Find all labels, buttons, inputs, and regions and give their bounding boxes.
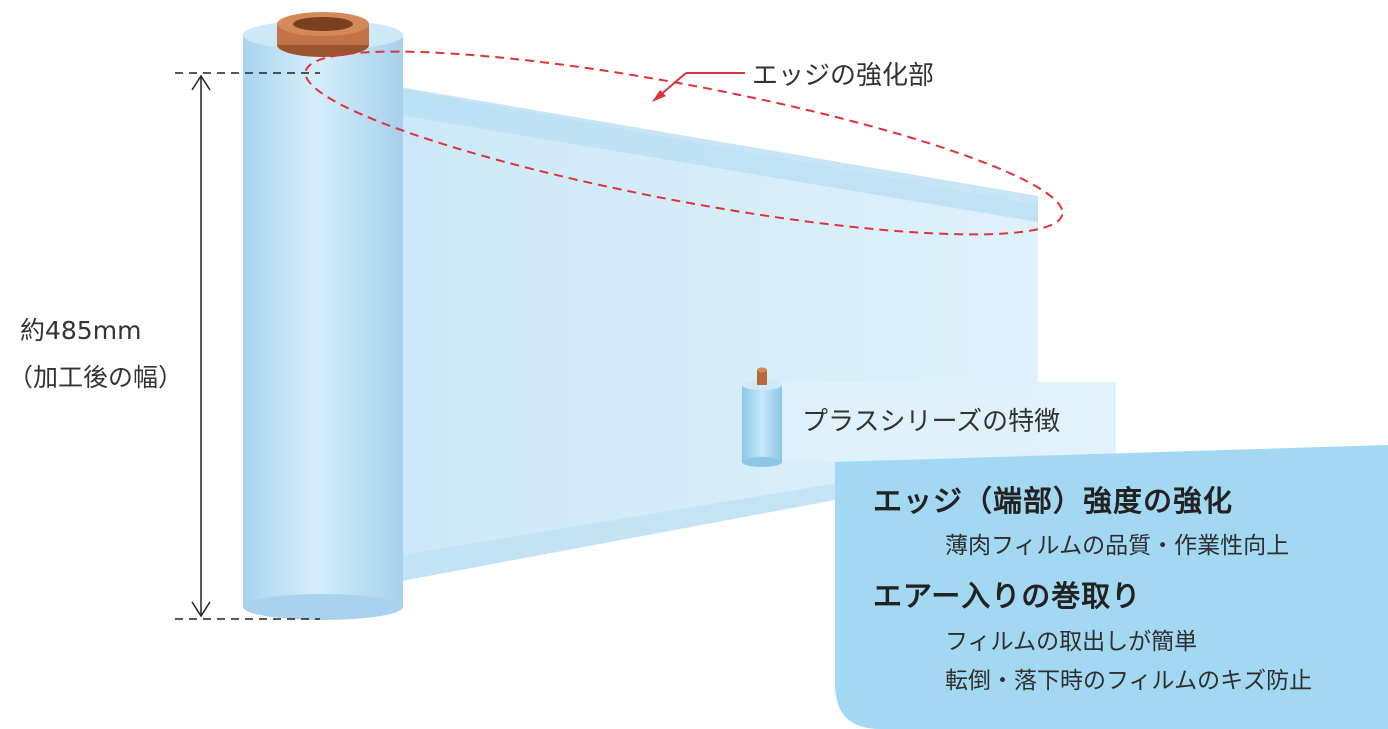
plus-series-label: プラスシリーズの特徴 [802,407,1061,437]
feature-desc-2b: 転倒・落下時のフィルムのキズ防止 [945,668,1313,694]
feature-desc-1: 薄肉フィルムの品質・作業性向上 [945,533,1290,559]
mini-roll [742,385,782,462]
feature-desc-2a: フィルムの取出しが簡単 [945,629,1198,655]
feature-panel [835,445,1388,729]
edge-callout-ellipse [304,50,1064,236]
plus-series-band [782,382,1116,462]
feature-title-2: エアー入りの巻取り [873,579,1142,613]
edge-callout-label: エッジの強化部 [752,61,935,91]
feature-title-1: エッジ（端部）強度の強化 [873,484,1234,518]
dimension-value: 約485mm [20,316,142,345]
film-roll-bottom [243,594,403,620]
dimension-note: （加工後の幅） [8,363,184,392]
film-roll-body [243,35,403,607]
reinforced-edge-band [300,70,1038,222]
